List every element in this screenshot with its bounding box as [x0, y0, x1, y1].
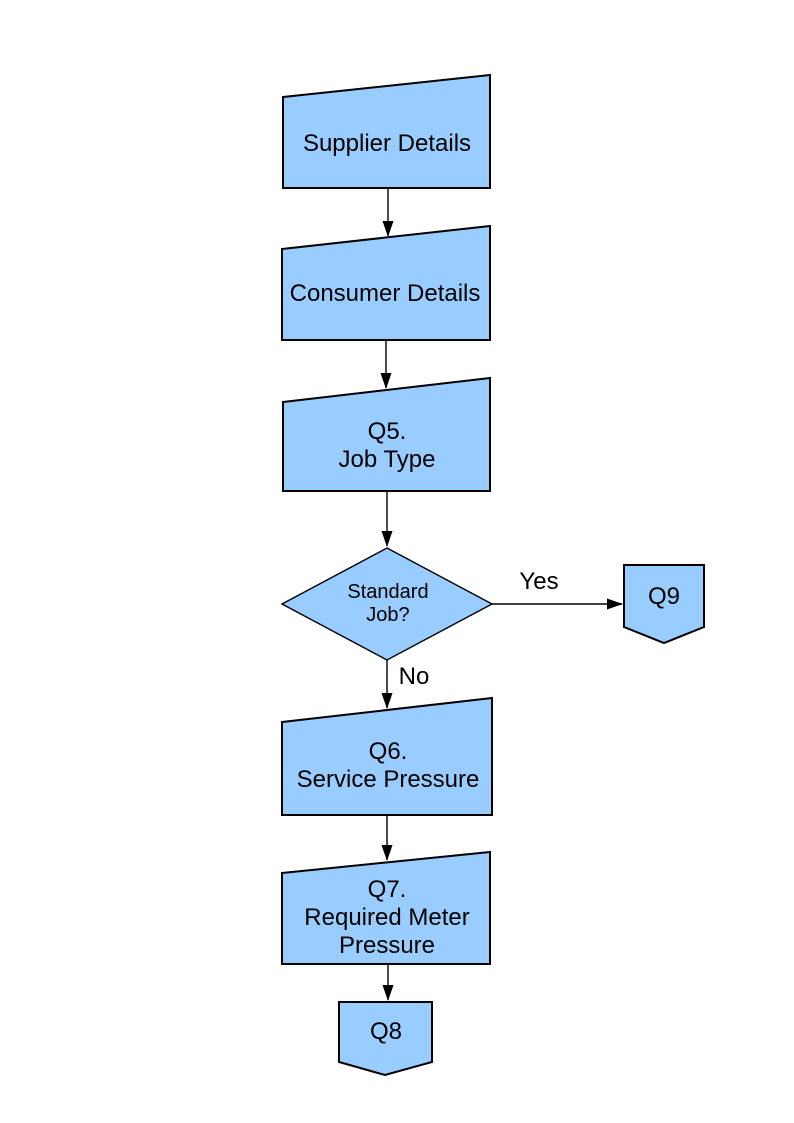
node-q6-service-pressure: [281, 696, 493, 816]
node-q8-label: Q8: [369, 1018, 403, 1045]
node-q7-label: Q7. Required Meter Pressure: [304, 876, 470, 959]
node-standard-job-decision: [280, 547, 494, 661]
node-consumer-details: [281, 224, 491, 341]
node-supplier-details: [282, 73, 491, 189]
branch-yes-label: Yes: [519, 568, 559, 595]
node-q9-connector: [623, 564, 705, 645]
node-consumer-details-label: Consumer Details: [289, 280, 481, 307]
nodes: [280, 73, 705, 1077]
node-q5-job-type: [282, 376, 491, 492]
node-supplier-details-label: Supplier Details: [302, 130, 472, 157]
node-q6-label: Q6. Service Pressure: [296, 738, 480, 793]
node-q8-connector: [338, 1001, 433, 1077]
node-standard-job-label: Standard Job?: [347, 581, 429, 626]
node-q9-label: Q9: [647, 583, 681, 610]
branch-no-label: No: [398, 663, 430, 690]
node-q7-required-meter-pressure: [281, 850, 491, 965]
node-q5-label: Q5. Job Type: [338, 418, 436, 473]
connectors: [380, 188, 623, 1001]
